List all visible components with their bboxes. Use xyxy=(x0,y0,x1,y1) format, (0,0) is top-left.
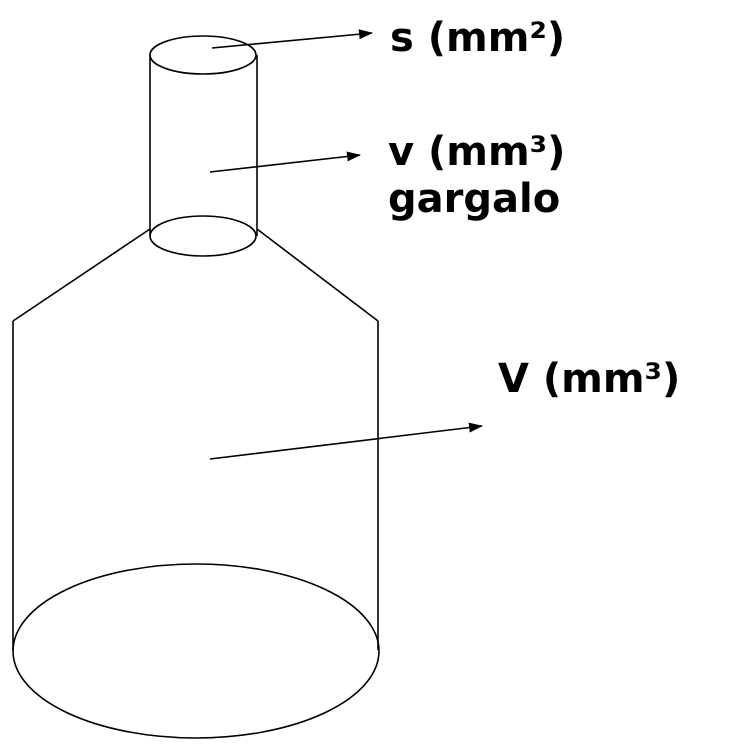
shoulder-right xyxy=(256,228,379,322)
neck-top-ellipse xyxy=(149,35,257,75)
arrows xyxy=(209,29,483,460)
body-volume-label: V (mm³) xyxy=(498,356,680,402)
neck-name-label: gargalo xyxy=(388,176,560,222)
arrow-body-volume xyxy=(209,422,483,460)
neck-base-ellipse xyxy=(149,215,257,257)
bottom-ellipse xyxy=(12,563,380,739)
neck-volume-label: v (mm³) xyxy=(388,129,565,175)
shoulder-left xyxy=(12,228,151,322)
arrow-neck-volume xyxy=(209,151,361,173)
bottle-outline xyxy=(12,35,380,739)
arrow-neck-area xyxy=(211,29,373,49)
neck-area-label: s (mm²) xyxy=(390,15,565,61)
